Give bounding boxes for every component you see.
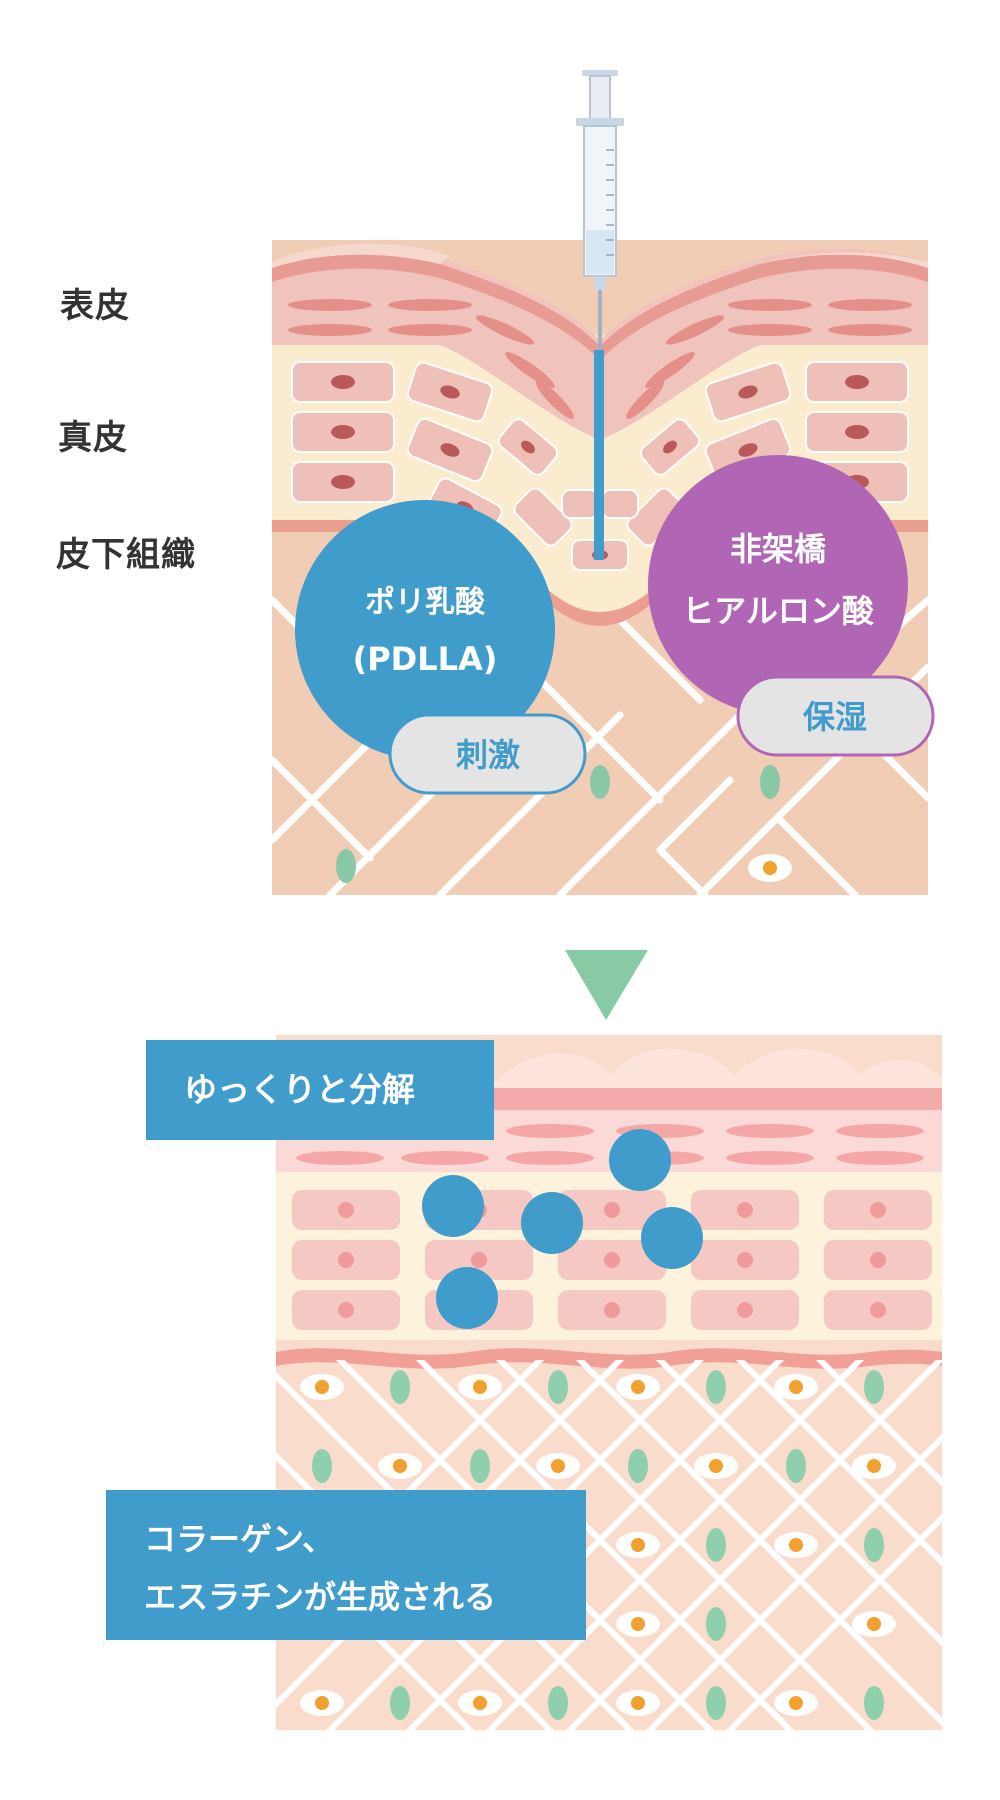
top-epidermis-streaks xyxy=(288,299,912,419)
epidermis-label: 表皮 xyxy=(60,286,130,326)
top-stratum-corneum xyxy=(272,243,928,268)
pdlla-line2: (PDLLA) xyxy=(353,640,498,678)
decompose-label: ゆっくりと分解 xyxy=(184,1070,415,1109)
collagen-banner: コラーゲン、 エスラチンが生成される xyxy=(106,1490,586,1640)
bottom-dermis-nuclei xyxy=(338,1202,886,1318)
dermis-label: 真皮 xyxy=(58,418,128,458)
hyaluronic-line2: ヒアルロン酸 xyxy=(682,592,875,630)
bottom-stratum-corneum xyxy=(490,1048,942,1095)
bottom-fibroblast-cells xyxy=(312,1370,884,1720)
moisture-tag: 保湿 xyxy=(736,675,935,757)
collagen-line1: コラーゲン、 xyxy=(144,1520,335,1558)
pdlla-line1: ポリ乳酸 xyxy=(365,585,486,620)
collagen-line2: エスラチンが生成される xyxy=(144,1578,497,1616)
stimulus-label: 刺激 xyxy=(456,736,520,774)
subcutaneous-label: 皮下組織 xyxy=(56,535,196,575)
syringe-icon xyxy=(576,70,624,560)
top-subcutaneous-lattice xyxy=(272,596,928,895)
hyaluronic-bubble: 非架橋 ヒアルロン酸 xyxy=(648,455,908,715)
stimulus-tag: 刺激 xyxy=(388,713,587,795)
top-epidermis-top-band xyxy=(272,254,928,360)
hyaluronic-line1: 非架橋 xyxy=(730,530,827,568)
arrow-down-icon xyxy=(565,950,648,1020)
bottom-epidermis-streaks xyxy=(296,1124,924,1165)
moisture-label: 保湿 xyxy=(803,698,867,736)
pdlla-particles xyxy=(422,1129,703,1329)
decompose-banner: ゆっくりと分解 xyxy=(146,1040,494,1140)
pdlla-bubble: ポリ乳酸 (PDLLA) xyxy=(295,500,555,760)
top-fat-cell xyxy=(748,854,792,882)
bottom-fat-cells xyxy=(300,1374,896,1716)
top-fibroblast-cells xyxy=(336,765,780,883)
